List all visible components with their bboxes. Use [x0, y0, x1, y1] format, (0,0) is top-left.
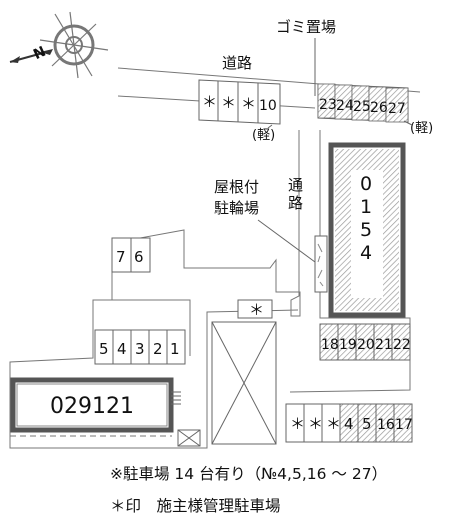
- space-21: 21: [375, 337, 393, 353]
- main-building-number-1: 0: [360, 173, 372, 195]
- space-6: 6: [134, 248, 144, 266]
- owner-managed-note: ＊印 施主様管理駐車場: [110, 497, 281, 515]
- main-building-number-3: 5: [360, 219, 372, 241]
- space-bottom-5: 5: [362, 415, 372, 433]
- space-7: 7: [116, 248, 126, 266]
- compass-icon: N: [9, 11, 109, 79]
- garbage-station-label: ゴミ置場: [276, 18, 336, 36]
- space-18: 18: [321, 337, 339, 353]
- parking-top-right: 23 24 25 26 27: [317, 83, 409, 123]
- garbage-station: ゴミ置場: [276, 18, 336, 96]
- space-22: 22: [393, 337, 411, 353]
- parking-mid-left: 7 6: [111, 237, 151, 273]
- space-25: 25: [353, 99, 371, 115]
- space-24: 24: [336, 98, 354, 114]
- main-building: 0 1 5 4: [328, 142, 406, 318]
- light-vehicle-label-right: (軽): [410, 121, 433, 136]
- bicycle-shelter-label-1: 屋根付: [214, 178, 259, 196]
- space-3: 3: [135, 340, 145, 358]
- svg-text:＊: ＊: [249, 301, 264, 319]
- svg-text:通: 通: [288, 176, 303, 194]
- parking-count-note: ※駐車場 14 台有り（№4,5,16 ～ 27）: [110, 465, 388, 483]
- compass-north-label: N: [31, 44, 48, 63]
- space-bottom-17: 17: [395, 417, 413, 433]
- space-20: 20: [357, 337, 375, 353]
- parking-bottom-row: ＊ ＊ ＊ 4 5 16 17: [285, 403, 413, 443]
- space-top-left-4: 10: [259, 98, 277, 114]
- passage-label: 通 路: [288, 176, 303, 212]
- space-2: 2: [153, 340, 163, 358]
- space-bottom-16: 16: [377, 417, 395, 433]
- space-bottom-4: 4: [344, 415, 354, 433]
- space-27: 27: [388, 101, 406, 117]
- space-23: 23: [319, 97, 337, 113]
- space-top-left-2: ＊: [221, 94, 236, 112]
- space-top-left-3: ＊: [241, 95, 256, 113]
- left-building: 029121: [10, 377, 181, 433]
- space-bottom-1: ＊: [290, 415, 305, 433]
- parking-left-row: 5 4 3 2 1: [94, 329, 186, 365]
- space-1: 1: [170, 340, 180, 358]
- space-26: 26: [370, 100, 388, 116]
- light-vehicle-label-left: (軽): [252, 128, 275, 143]
- space-5: 5: [99, 340, 109, 358]
- main-building-number-2: 1: [360, 196, 372, 218]
- parking-right-row: 18 19 20 21 22: [319, 323, 411, 361]
- parking-top-left: ＊ ＊ ＊ 10: [198, 79, 281, 125]
- road-label: 道路: [222, 54, 252, 72]
- bicycle-shelter-label-2: 駐輪場: [214, 199, 259, 217]
- space-bottom-3: ＊: [326, 415, 341, 433]
- svg-text:路: 路: [288, 194, 303, 212]
- main-building-number-4: 4: [360, 242, 372, 264]
- utility-box: [177, 429, 201, 447]
- left-building-number: 029121: [50, 394, 134, 419]
- bicycle-shelter: 屋根付 駐輪場: [214, 178, 328, 293]
- space-4: 4: [117, 340, 127, 358]
- space-bottom-2: ＊: [308, 415, 323, 433]
- space-19: 19: [339, 337, 357, 353]
- owner-space-center: ＊: [237, 299, 273, 319]
- central-structure: [211, 321, 277, 445]
- space-top-left-1: ＊: [202, 93, 217, 111]
